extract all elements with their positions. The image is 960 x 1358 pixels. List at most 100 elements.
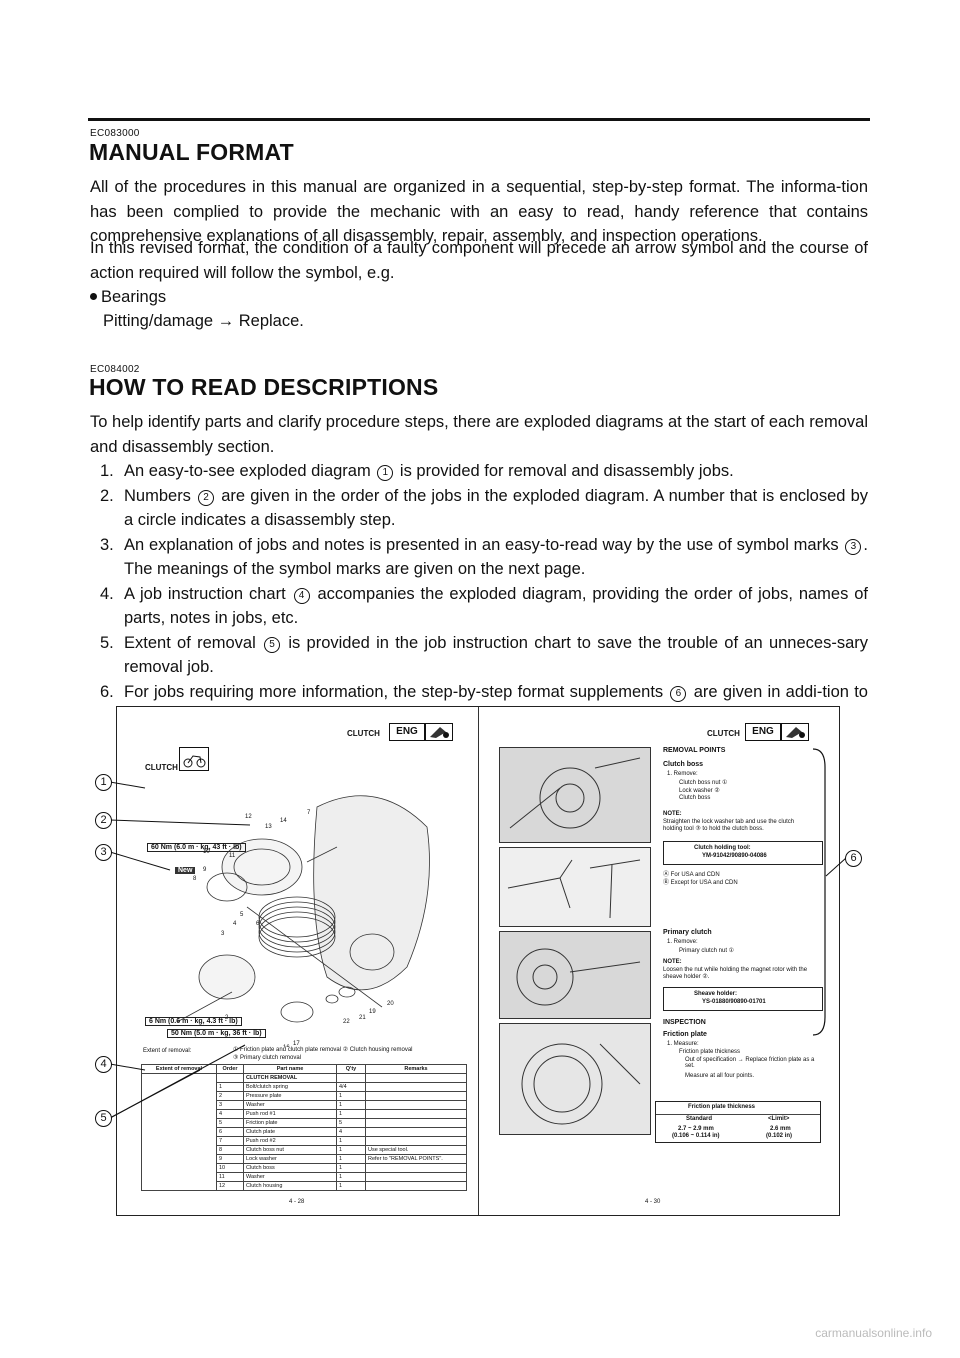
inspection-heading: INSPECTION bbox=[663, 1019, 706, 1026]
callout-number: 2 bbox=[198, 489, 215, 506]
remove-bullet: Clutch boss bbox=[679, 795, 711, 801]
tool-box: Clutch holding tool: YM-91042/90890-0408… bbox=[663, 841, 823, 865]
remove-bullet: Clutch boss nut ① bbox=[679, 780, 728, 786]
list-item: 3.An explanation of jobs and notes is pr… bbox=[100, 535, 868, 579]
svg-text:22: 22 bbox=[343, 1019, 350, 1025]
tool-box: Sheave holder: YS-01880/90890-01701 bbox=[663, 987, 823, 1011]
note-text: Loosen the nut while holding the magnet … bbox=[663, 967, 808, 980]
svg-text:14: 14 bbox=[280, 818, 287, 824]
usa-note: Ⓑ Except for USA and CDN bbox=[663, 880, 738, 886]
callout-leaders bbox=[109, 781, 847, 1119]
remove-step: 1. Remove: bbox=[667, 939, 698, 945]
page-divider bbox=[478, 707, 479, 1215]
list-item: 2.Numbers 2 are given in the order of th… bbox=[100, 486, 868, 530]
callout-number: 4 bbox=[293, 587, 310, 604]
svg-text:10: 10 bbox=[203, 849, 210, 855]
section-code: EC084002 bbox=[90, 364, 140, 375]
callout-number: 1 bbox=[377, 465, 394, 481]
callout-2: 2 bbox=[95, 812, 112, 829]
left-header: CLUTCH bbox=[347, 729, 380, 738]
measure-note: Out of specification → Replace friction … bbox=[685, 1057, 815, 1069]
section-title: HOW TO READ DESCRIPTIONS bbox=[89, 374, 439, 400]
clutch-boss-heading: Clutch boss bbox=[663, 761, 704, 768]
measure-step: 1. Measure: bbox=[667, 1041, 699, 1047]
new-badge: New bbox=[175, 867, 196, 874]
svg-text:6: 6 bbox=[256, 921, 260, 927]
engine-icon bbox=[781, 723, 809, 741]
svg-text:20: 20 bbox=[387, 1001, 394, 1007]
top-rule bbox=[88, 118, 870, 121]
example-page-figure: CLUTCH ENG CLUTCH 12 14 7 bbox=[116, 706, 840, 1216]
svg-text:5: 5 bbox=[240, 912, 244, 918]
left-section-label: CLUTCH bbox=[145, 763, 178, 772]
usa-note: Ⓐ For USA and CDN bbox=[663, 872, 720, 878]
svg-text:3: 3 bbox=[221, 931, 225, 937]
section-code: EC083000 bbox=[90, 128, 140, 139]
primary-clutch-heading: Primary clutch bbox=[663, 929, 712, 936]
clutch-boss-photo bbox=[499, 747, 651, 843]
left-page-number: 4 - 28 bbox=[289, 1199, 305, 1205]
paragraph: To help identify parts and clarify proce… bbox=[90, 413, 868, 456]
bullet-icon bbox=[90, 293, 97, 300]
svg-text:16: 16 bbox=[283, 1045, 290, 1047]
note-label: NOTE: bbox=[663, 811, 682, 817]
table-row: CLUTCH REMOVAL bbox=[141, 1073, 467, 1191]
note-text: Straighten the lock washer tab and use t… bbox=[663, 819, 795, 832]
callout-6: 6 bbox=[845, 850, 862, 867]
job-instruction-chart: Extent of removal Order Part name Q'ty R… bbox=[141, 1064, 467, 1191]
svg-text:9: 9 bbox=[203, 867, 207, 873]
supplement-bracket bbox=[812, 748, 826, 1036]
primary-clutch-photo bbox=[499, 931, 651, 1019]
section-title: MANUAL FORMAT bbox=[89, 139, 294, 165]
table-header-row: Extent of removal Order Part name Q'ty R… bbox=[141, 1064, 467, 1074]
list-item: 4.A job instruction chart 4 accompanies … bbox=[100, 584, 868, 628]
torque-spec-1: 60 Nm (6.0 m · kg, 43 ft · lb) bbox=[147, 843, 246, 852]
extent-line-1: ① Friction plate and clutch plate remova… bbox=[233, 1047, 413, 1053]
holding-tool-illustration bbox=[499, 847, 651, 927]
svg-text:2: 2 bbox=[225, 1015, 229, 1021]
paragraph: All of the procedures in this manual are… bbox=[90, 178, 868, 245]
svg-text:7: 7 bbox=[307, 810, 311, 816]
engine-icon bbox=[425, 723, 453, 741]
torque-spec-2: 6 Nm (0.6 m · kg, 4.3 ft · lb) bbox=[145, 1017, 242, 1026]
svg-text:12: 12 bbox=[245, 814, 252, 820]
remove-step: 1. Remove: bbox=[667, 771, 698, 777]
remove-bullet: Lock washer ② bbox=[679, 788, 720, 794]
svg-text:8: 8 bbox=[193, 876, 197, 882]
callout-number: 3 bbox=[845, 538, 862, 555]
extent-label: Extent of removal: bbox=[143, 1048, 192, 1054]
callout-3: 3 bbox=[95, 844, 112, 861]
svg-text:21: 21 bbox=[359, 1015, 366, 1021]
right-page-number: 4 - 30 bbox=[645, 1199, 661, 1205]
example-text: Pitting/damage → Replace. bbox=[103, 312, 304, 330]
removal-points-heading: REMOVAL POINTS bbox=[663, 747, 726, 754]
measure-note: Measure at all four points. bbox=[685, 1073, 755, 1079]
torque-spec-3: 50 Nm (5.0 m · kg, 36 ft · lb) bbox=[167, 1029, 266, 1038]
eng-badge: ENG bbox=[745, 723, 781, 741]
eng-badge: ENG bbox=[389, 723, 425, 741]
svg-text:4: 4 bbox=[233, 921, 237, 927]
svg-text:17: 17 bbox=[293, 1041, 300, 1047]
numbered-list: 1.An easy-to-see exploded diagram 1 is p… bbox=[90, 459, 868, 729]
motorcycle-icon bbox=[179, 747, 209, 771]
list-item: 1.An easy-to-see exploded diagram 1 is p… bbox=[100, 462, 734, 481]
bullet-text: Bearings bbox=[101, 288, 167, 306]
bullet-item: Bearings bbox=[90, 285, 868, 310]
callout-number: 5 bbox=[264, 636, 281, 653]
paragraph: In this revised format, the condition of… bbox=[90, 239, 868, 282]
callout-1: 1 bbox=[95, 774, 112, 791]
note-label: NOTE: bbox=[663, 959, 682, 965]
friction-plate-heading: Friction plate bbox=[663, 1031, 707, 1038]
callout-4: 4 bbox=[95, 1056, 112, 1073]
watermark: carmanualsonline.info bbox=[815, 1326, 932, 1340]
friction-plate-photo bbox=[499, 1023, 651, 1135]
right-header: CLUTCH bbox=[707, 729, 740, 738]
callout-5: 5 bbox=[95, 1110, 112, 1127]
list-item: 5.Extent of removal 5 is provided in the… bbox=[100, 633, 868, 677]
remove-bullet: Primary clutch nut ① bbox=[679, 948, 735, 954]
measure-bullet: Friction plate thickness bbox=[679, 1049, 741, 1055]
spec-table: Friction plate thickness Standard <Limit… bbox=[655, 1101, 821, 1143]
